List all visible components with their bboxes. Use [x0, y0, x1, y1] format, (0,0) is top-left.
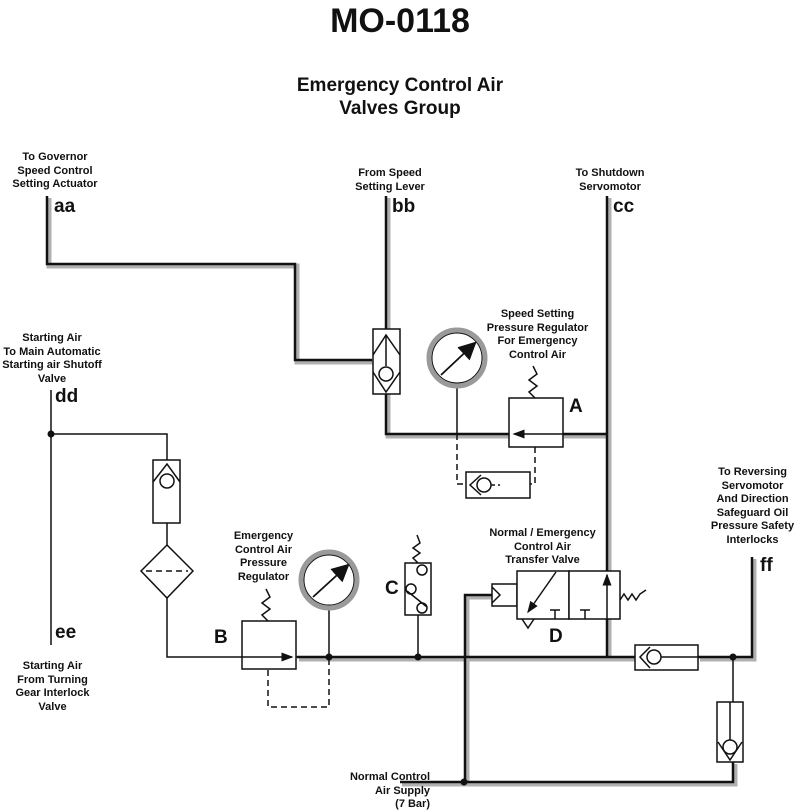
- component-b-letter: B: [214, 627, 228, 648]
- spring-icon: [527, 365, 539, 399]
- check-valve-a[interactable]: [465, 471, 531, 499]
- air-filter[interactable]: [139, 543, 195, 600]
- drawing-subtitle: Emergency Control Air Valves Group: [296, 75, 504, 119]
- spring-icon: [619, 589, 647, 602]
- transfer-valve-d[interactable]: [491, 570, 647, 630]
- regulator-a[interactable]: [508, 365, 564, 448]
- port-aa-label: To Governor Speed Control Setting Actuat…: [12, 151, 98, 190]
- valve-c[interactable]: [404, 534, 432, 616]
- transfer-valve-label: Normal / Emergency Control Air Transfer …: [489, 527, 596, 566]
- pressure-gauge-b: [298, 549, 360, 611]
- port-dd-label: Starting Air To Main Automatic Starting …: [2, 332, 102, 385]
- regulator-b-label: Emergency Control Air Pressure Regulator: [233, 530, 294, 583]
- component-c-letter: C: [385, 578, 399, 599]
- check-valve-ff[interactable]: [634, 644, 699, 671]
- junctions: [47, 430, 737, 786]
- port-cc-code: cc: [613, 196, 635, 217]
- drawing-title: MO-0118: [330, 2, 470, 40]
- port-bb-code: bb: [392, 196, 416, 217]
- port-ff-label: To Reversing Servomotor And Direction Sa…: [710, 466, 795, 546]
- check-valve-dd[interactable]: [152, 459, 181, 524]
- pressure-gauge-a: [426, 327, 488, 389]
- check-valve-supply[interactable]: [716, 701, 744, 763]
- spring-icon: [411, 534, 422, 564]
- port-aa-code: aa: [54, 196, 76, 217]
- supply-label: Normal Control Air Supply (7 Bar): [349, 771, 430, 810]
- port-ee-code: ee: [55, 622, 77, 643]
- port-dd-code: dd: [55, 386, 79, 407]
- component-d-letter: D: [549, 626, 563, 647]
- main-pipes: [45, 196, 757, 787]
- port-ee-label: Starting Air From Turning Gear Interlock…: [15, 660, 90, 713]
- regulator-b[interactable]: [241, 588, 297, 670]
- shuttle-valve[interactable]: [372, 328, 401, 395]
- port-bb-label: From Speed Setting Lever: [355, 167, 425, 193]
- regulator-a-label: Speed Setting Pressure Regulator For Eme…: [486, 308, 589, 361]
- port-cc-label: To Shutdown Servomotor: [575, 167, 645, 193]
- spring-icon: [260, 588, 272, 622]
- port-ff-code: ff: [760, 555, 773, 576]
- component-a-letter: A: [569, 396, 583, 417]
